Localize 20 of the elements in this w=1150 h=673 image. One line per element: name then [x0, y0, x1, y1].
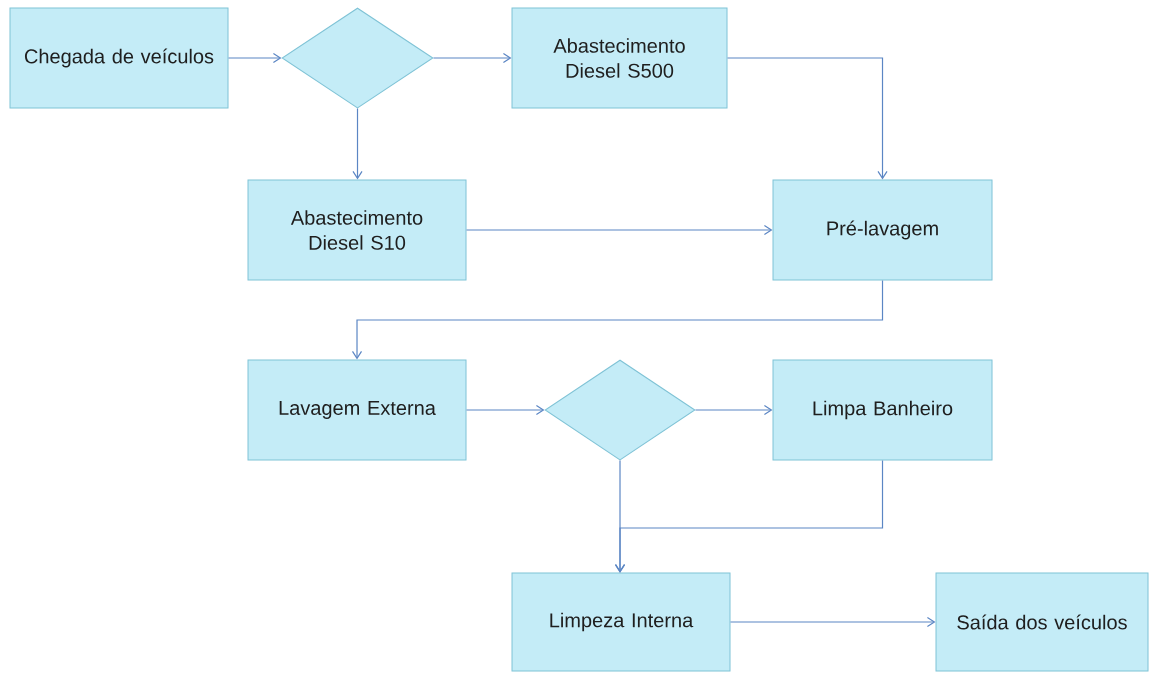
arrow: [352, 107, 363, 180]
arrow: [614, 459, 884, 573]
decision-diamond: [544, 359, 696, 461]
process-box: Limpeza Interna: [511, 572, 731, 672]
decision-diamond: [281, 7, 434, 109]
arrow: [726, 57, 888, 180]
arrow: [729, 616, 936, 628]
process-box: Pré-lavagem: [772, 179, 993, 281]
arrow: [694, 404, 773, 416]
arrow: [351, 279, 884, 360]
process-box: Abastecimento Diesel S500: [511, 7, 728, 109]
arrow: [432, 52, 512, 64]
arrow: [227, 52, 282, 64]
process-box: Abastecimento Diesel S10: [247, 179, 467, 281]
process-box: Chegada de veículos: [9, 7, 229, 109]
process-box: Limpa Banheiro: [772, 359, 993, 461]
process-box: Saída dos veículos: [935, 572, 1149, 672]
arrow: [465, 224, 773, 236]
process-box: Lavagem Externa: [247, 359, 467, 461]
arrow: [465, 404, 545, 416]
